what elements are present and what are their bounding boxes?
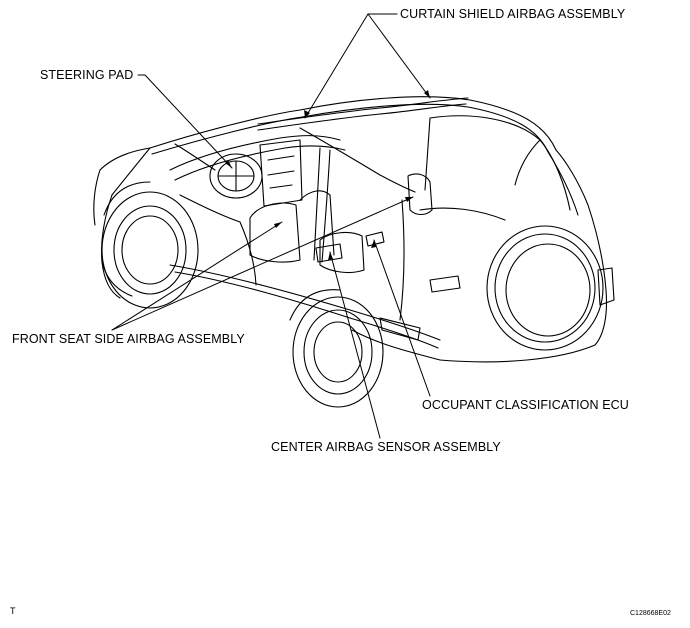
- leader-lines: [111, 13, 431, 439]
- vehicle-interior: [169, 97, 469, 286]
- leader-arrowheads: [225, 90, 430, 260]
- curtain-shield-airbag-label: CURTAIN SHIELD AIRBAG ASSEMBLY: [400, 7, 626, 21]
- corner-mark: T: [10, 606, 16, 616]
- spare-tire: [486, 225, 604, 351]
- rear-wheel: [289, 289, 384, 408]
- figure-code: C128668E02: [630, 610, 671, 617]
- center-airbag-sensor-label: CENTER AIRBAG SENSOR ASSEMBLY: [271, 440, 501, 454]
- steering-pad-label: STEERING PAD: [40, 68, 134, 82]
- vehicle-body: [93, 96, 615, 363]
- front-seat-side-airbag-label: FRONT SEAT SIDE AIRBAG ASSEMBLY: [12, 332, 245, 346]
- occupant-classification-ecu-label: OCCUPANT CLASSIFICATION ECU: [422, 398, 629, 412]
- front-wheel: [101, 181, 199, 309]
